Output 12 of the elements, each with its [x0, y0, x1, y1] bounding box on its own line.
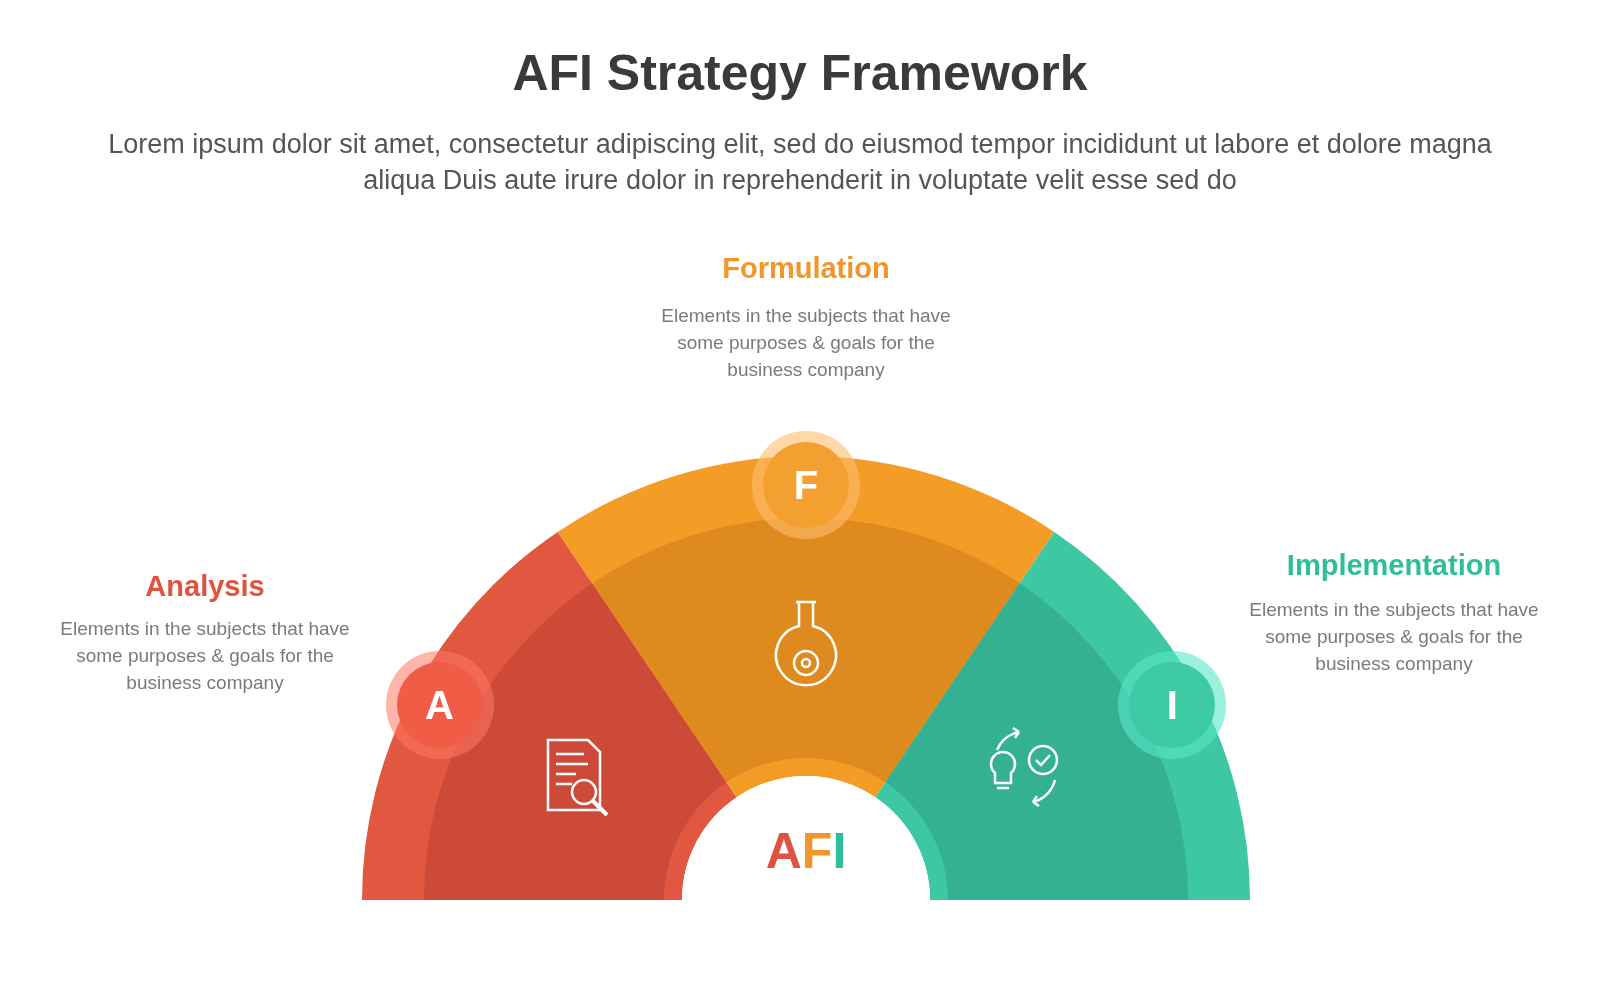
subtitle-paragraph: Lorem ipsum dolor sit amet, consectetur adipiscing elit, sed do eiusmod tempor incididunt ut labore et dolore magna aliqua Duis aute irure dolor in reprehenderit in voluptate velit esse sed do [107, 128, 1493, 197]
letter-circle: F [752, 431, 860, 539]
letter-circle: I [1118, 651, 1227, 760]
section-description: Elements in the subjects that have some purposes & goals for the business company [660, 304, 952, 382]
title: AFI Strategy Framework [511, 44, 1089, 102]
section-description: Elements in the subjects that have some purposes & goals for the business company [59, 617, 351, 695]
section-heading: Implementation [1285, 549, 1503, 582]
section-heading: Formulation [721, 252, 891, 285]
section-heading: Analysis [144, 570, 266, 603]
letter-circle: A [385, 651, 494, 760]
section-description: Elements in the subjects that have some purposes & goals for the business company [1248, 598, 1540, 676]
center-label: AFI [765, 822, 847, 880]
